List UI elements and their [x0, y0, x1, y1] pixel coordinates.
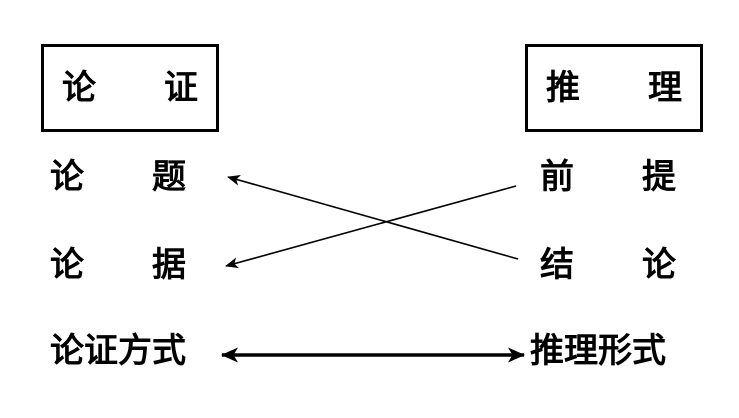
term-lunju: 论 据: [50, 245, 186, 285]
term-qianti: 前 提: [540, 157, 676, 197]
term-tuilixingshi: 推理形式: [530, 331, 666, 371]
term-jielun: 结 论: [540, 245, 676, 285]
term-lunti: 论 题: [50, 157, 186, 197]
box-tuili-label: 推 理: [546, 68, 682, 108]
term-lunzhengfangshi: 论证方式: [50, 331, 186, 371]
box-lunzheng: 论 证: [41, 44, 219, 132]
connector-qianti-to-lunju: [225, 185, 517, 269]
connector-jielun-to-lunti: [227, 174, 519, 260]
box-tuili: 推 理: [525, 44, 703, 132]
box-lunzheng-label: 论 证: [62, 68, 198, 108]
